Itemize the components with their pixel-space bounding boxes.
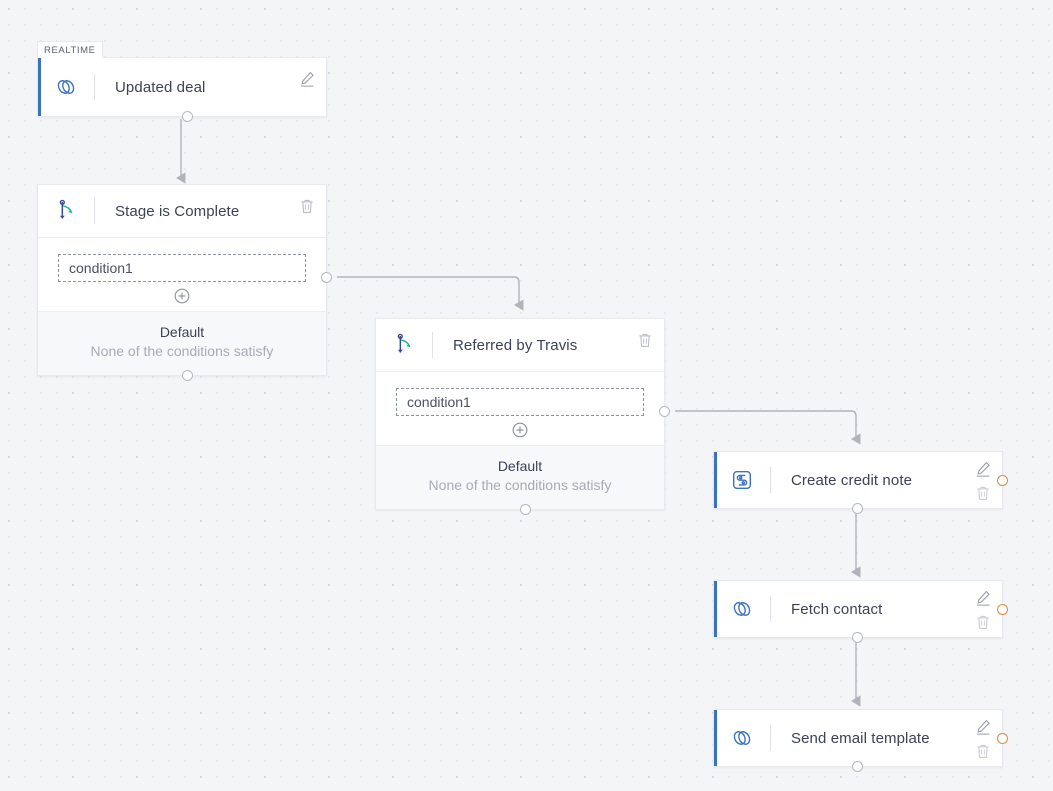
- condition-chip[interactable]: condition1: [58, 254, 306, 282]
- add-condition-button[interactable]: [396, 421, 644, 439]
- condition-list: condition1: [38, 237, 326, 311]
- node-title: Send email template: [791, 729, 930, 747]
- default-output-port[interactable]: [520, 504, 531, 515]
- edit-icon[interactable]: [974, 460, 992, 478]
- condition-output-port[interactable]: [321, 272, 332, 283]
- condition-chip[interactable]: condition1: [396, 388, 644, 416]
- branch-icon: [38, 199, 94, 223]
- divider: [94, 198, 95, 224]
- node-action-create-credit-note[interactable]: Create credit note: [713, 451, 1008, 514]
- divider: [770, 596, 771, 622]
- node-condition-stage-is-complete[interactable]: Stage is Complete condition1: [37, 184, 332, 381]
- node-action-send-email-template[interactable]: Send email template: [713, 709, 1008, 772]
- default-title: Default: [159, 324, 205, 340]
- side-output-port[interactable]: [997, 475, 1008, 486]
- condition-label: condition1: [69, 260, 133, 276]
- divider: [94, 74, 95, 100]
- link-icon: [714, 598, 770, 620]
- divider: [770, 725, 771, 751]
- side-output-port[interactable]: [997, 604, 1008, 615]
- node-tools[interactable]: [974, 460, 992, 502]
- delete-icon[interactable]: [298, 197, 316, 215]
- delete-icon[interactable]: [636, 331, 654, 349]
- invoice-icon: [714, 468, 770, 492]
- output-port[interactable]: [852, 503, 863, 514]
- default-subtitle: None of the conditions satisfy: [90, 343, 274, 359]
- output-port[interactable]: [182, 111, 193, 122]
- default-branch[interactable]: Default None of the conditions satisfy: [376, 445, 664, 509]
- condition-label: condition1: [407, 394, 471, 410]
- node-trigger-updated-deal[interactable]: REALTIME Updated deal: [37, 41, 327, 122]
- delete-icon[interactable]: [974, 484, 992, 502]
- default-output-port[interactable]: [182, 370, 193, 381]
- node-condition-referred-by-travis[interactable]: Referred by Travis condition1: [375, 318, 670, 515]
- edit-icon[interactable]: [298, 70, 316, 88]
- wire-referred-to-credit-note: [675, 410, 861, 445]
- edit-icon[interactable]: [974, 589, 992, 607]
- realtime-badge: REALTIME: [37, 41, 103, 58]
- divider: [432, 332, 433, 358]
- branch-icon: [376, 333, 432, 357]
- node-tools[interactable]: [636, 331, 654, 349]
- node-tools[interactable]: [298, 197, 316, 215]
- wire-stage-to-referred: [337, 276, 524, 311]
- delete-icon[interactable]: [974, 742, 992, 760]
- add-condition-button[interactable]: [58, 287, 306, 305]
- node-action-fetch-contact[interactable]: Fetch contact: [713, 580, 1008, 643]
- node-title: Updated deal: [115, 78, 206, 96]
- node-title: Referred by Travis: [453, 336, 578, 354]
- node-tools[interactable]: [974, 718, 992, 760]
- output-port[interactable]: [852, 632, 863, 643]
- divider: [770, 467, 771, 493]
- edit-icon[interactable]: [974, 718, 992, 736]
- delete-icon[interactable]: [974, 613, 992, 631]
- node-title: Create credit note: [791, 471, 913, 489]
- link-icon: [714, 727, 770, 749]
- node-title: Fetch contact: [791, 600, 883, 618]
- default-branch[interactable]: Default None of the conditions satisfy: [38, 311, 326, 375]
- node-tools[interactable]: [974, 589, 992, 631]
- condition-output-port[interactable]: [659, 406, 670, 417]
- link-icon: [38, 76, 94, 98]
- default-subtitle: None of the conditions satisfy: [428, 477, 612, 493]
- output-port[interactable]: [852, 761, 863, 772]
- default-title: Default: [497, 458, 543, 474]
- side-output-port[interactable]: [997, 733, 1008, 744]
- node-title: Stage is Complete: [115, 202, 240, 220]
- condition-list: condition1: [376, 371, 664, 445]
- node-tools[interactable]: [298, 70, 316, 88]
